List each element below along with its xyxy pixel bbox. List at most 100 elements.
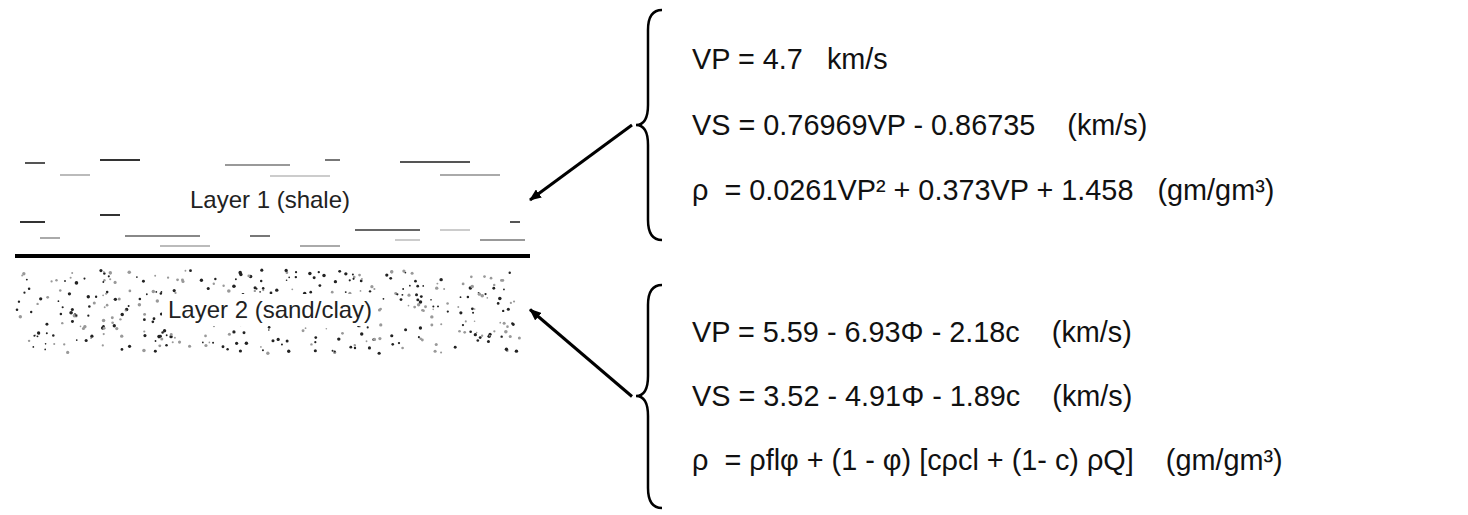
sand-dot [184, 270, 186, 272]
sand-dot [487, 335, 490, 338]
sand-dot [430, 299, 432, 301]
sand-dot [268, 326, 271, 329]
sand-dot [436, 283, 438, 285]
sand-dot [470, 276, 473, 279]
sand-dot [125, 308, 128, 311]
sand-dot [305, 327, 307, 329]
sand-dot [160, 338, 163, 341]
sand-dot [83, 278, 85, 280]
sand-dot [71, 272, 73, 274]
sand-dot [71, 308, 74, 311]
sand-dot [142, 280, 145, 283]
sand-dot [372, 338, 375, 341]
sand-dot [170, 333, 173, 336]
shale-dash [355, 229, 420, 231]
sand-dot [207, 287, 210, 290]
sand-dot [120, 334, 123, 337]
sand-dot [462, 283, 465, 286]
sand-dot [44, 349, 46, 351]
sand-dot [159, 335, 162, 338]
sand-dot [354, 344, 356, 346]
shale-dash [100, 214, 120, 216]
sand-dot [408, 305, 410, 307]
sand-dot [52, 334, 54, 336]
sand-dot [370, 285, 373, 288]
sand-dot [181, 280, 184, 283]
sand-dot [26, 279, 28, 281]
sand-dot [188, 345, 191, 348]
sand-dot [113, 324, 116, 327]
sand-dot [71, 320, 74, 323]
sand-dot [460, 296, 462, 298]
sand-dot [103, 271, 105, 273]
sand-dot [16, 309, 19, 312]
arrow-connector [530, 125, 632, 200]
sand-dot [69, 311, 73, 315]
sand-dot [281, 344, 283, 346]
sand-dot [389, 277, 392, 280]
sand-dot [361, 278, 363, 280]
sand-dot [228, 333, 231, 336]
sand-dot [136, 276, 138, 278]
sand-dot [476, 339, 479, 342]
sand-dot [286, 279, 288, 281]
sand-dot [99, 269, 102, 272]
sand-dot [513, 300, 515, 302]
sand-dot [222, 285, 224, 287]
sand-dot [430, 315, 433, 318]
equation-group: VP = 4.7 km/sVS = 0.76969VP - 0.86735 (k… [632, 10, 1464, 240]
sand-dot [163, 329, 166, 332]
sand-dot [490, 277, 493, 280]
sand-dot [259, 291, 261, 293]
sand-dot [509, 271, 511, 273]
sand-dot [401, 294, 403, 296]
shale-layer: Layer 1 (shale) [10, 150, 530, 250]
sand-layer: Layer 2 (sand/clay) [10, 262, 530, 357]
brace [636, 285, 662, 508]
sand-dot [391, 343, 394, 346]
sand-dot [502, 310, 504, 312]
sand-dot [235, 278, 237, 280]
sand-dot [68, 292, 71, 295]
sand-dot [360, 332, 363, 335]
sand-dot [421, 339, 424, 342]
sand-dot [354, 344, 356, 346]
sand-dot [245, 341, 248, 344]
shale-dash [325, 159, 340, 161]
sand-dot [105, 293, 107, 295]
sand-dot [373, 338, 376, 341]
shale-dash [40, 237, 60, 239]
sand-dot [45, 343, 47, 345]
sand-dot [337, 337, 340, 340]
sand-dot [420, 295, 423, 298]
sand-dot [95, 296, 97, 298]
sand-dot [465, 320, 467, 322]
sand-dot [55, 279, 57, 281]
sand-dot [61, 322, 63, 324]
sand-dot [505, 348, 508, 351]
sand-dot [118, 297, 121, 300]
sand-dot [260, 269, 263, 272]
sand-dot [121, 348, 124, 351]
sand-dot [62, 306, 64, 308]
equation-group: VP = 5.59 - 6.93Φ - 2.18c (km/s)VS = 3.5… [632, 285, 1464, 508]
sand-dot [440, 323, 442, 325]
sand-dot [189, 269, 192, 272]
sand-dot [476, 332, 478, 334]
sand-dot [422, 309, 424, 311]
sand-dot [378, 337, 381, 340]
sand-dot [143, 313, 146, 316]
sand-dot [358, 274, 361, 277]
sand-dot [102, 344, 104, 346]
sand-dot [314, 336, 317, 339]
sand-dot [402, 288, 404, 290]
sand-dot [34, 334, 36, 336]
sand-dot [432, 309, 434, 311]
sand-dot [486, 297, 488, 299]
sand-dot [266, 351, 269, 354]
sand-dot [153, 317, 156, 320]
sand-dot [222, 345, 225, 348]
sand-dot [318, 271, 320, 273]
sand-dot [378, 308, 381, 311]
sand-dot [369, 290, 371, 292]
